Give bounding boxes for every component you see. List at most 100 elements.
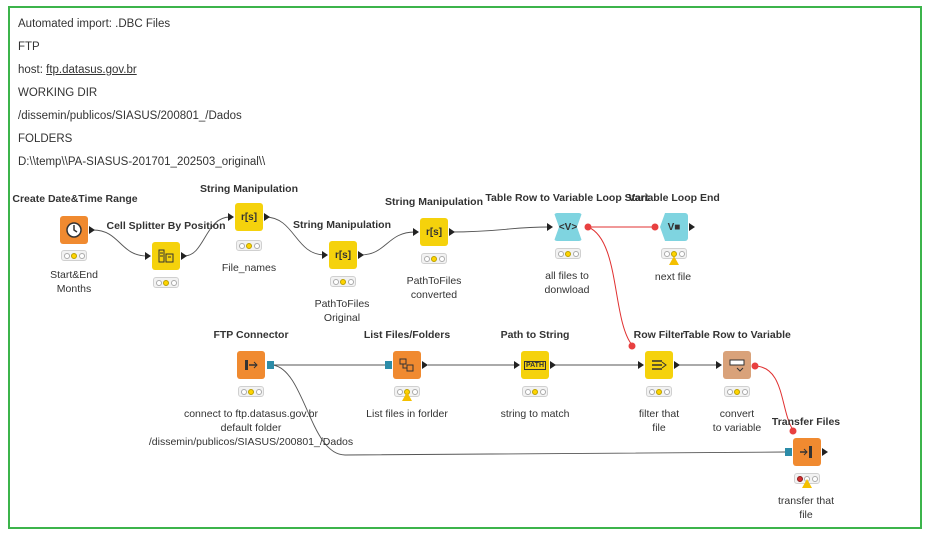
node-cell-splitter[interactable] <box>152 242 180 270</box>
node-loop-end[interactable]: V■ <box>660 213 688 241</box>
node-label-loop-end[interactable]: next file <box>654 271 692 283</box>
status-ftp-connector <box>238 386 264 397</box>
cell-splitter-icon <box>158 249 174 263</box>
variable-port-transfer[interactable] <box>789 427 797 435</box>
node-label-string-manipulation-1[interactable]: File_names <box>221 262 277 274</box>
input-port-list-files[interactable] <box>385 361 392 369</box>
annotation-folders-heading: FOLDERS <box>18 133 73 145</box>
connection-sm2-to-sm3[interactable] <box>359 231 416 256</box>
output-port-path-to-string[interactable] <box>550 361 556 369</box>
status-path-to-string <box>522 386 548 397</box>
node-title-list-files[interactable]: List Files/Folders <box>363 329 451 341</box>
node-transfer-files[interactable] <box>793 438 821 466</box>
warning-icon <box>402 392 412 401</box>
input-port-path-to-string[interactable] <box>514 361 520 369</box>
input-port-string-manipulation-2[interactable] <box>322 251 328 259</box>
node-title-loop-start[interactable]: Table Row to Variable Loop Start <box>485 192 649 204</box>
node-title-row-to-variable[interactable]: Table Row to Variable <box>683 329 791 341</box>
node-row-filter[interactable] <box>645 351 673 379</box>
variable-port-rowtovar[interactable] <box>751 362 759 370</box>
node-title-string-manipulation-2[interactable]: String Manipulation <box>293 219 391 231</box>
node-create-date[interactable] <box>60 216 88 244</box>
node-title-cell-splitter[interactable]: Cell Splitter By Position <box>106 220 226 232</box>
status-row-to-variable <box>724 386 750 397</box>
output-port-loop-end[interactable] <box>689 223 695 231</box>
transfer-files-icon <box>800 446 812 458</box>
status-create-date <box>61 250 87 261</box>
output-port-string-manipulation-3[interactable] <box>449 228 455 236</box>
string-manipulation-icon: r[s] <box>425 226 443 238</box>
variable-port-loopstart[interactable] <box>584 223 592 231</box>
output-port-string-manipulation-2[interactable] <box>358 251 364 259</box>
output-port-ftp-connector[interactable] <box>267 361 274 369</box>
node-title-string-manipulation-3[interactable]: String Manipulation <box>385 196 483 208</box>
variable-port-rowfilter[interactable] <box>628 342 636 350</box>
node-string-manipulation-3[interactable]: r[s] <box>420 218 448 246</box>
connection-splitter-to-sm1[interactable] <box>183 216 231 257</box>
node-ftp-connector[interactable] <box>237 351 265 379</box>
input-port-row-to-variable[interactable] <box>716 361 722 369</box>
status-cell-splitter <box>153 277 179 288</box>
variable-port-loopend[interactable] <box>651 223 659 231</box>
output-port-row-filter[interactable] <box>674 361 680 369</box>
node-string-manipulation-2[interactable]: r[s] <box>329 241 357 269</box>
list-files-icon <box>399 358 414 372</box>
output-port-transfer-files[interactable] <box>822 448 828 456</box>
status-row-filter <box>646 386 672 397</box>
variable-connection-loopstart-to-rowfilter[interactable] <box>587 226 633 346</box>
connection-create-to-splitter[interactable] <box>92 229 148 257</box>
node-label-string-manipulation-2[interactable]: PathToFiles Original <box>314 298 370 324</box>
node-label-row-filter[interactable]: filter that file <box>638 408 680 434</box>
status-string-manipulation-3 <box>421 253 447 264</box>
connection-ftp-to-transfer[interactable] <box>272 364 786 456</box>
input-port-cell-splitter[interactable] <box>145 252 151 260</box>
node-title-loop-end[interactable]: Variable Loop End <box>628 192 720 204</box>
input-port-string-manipulation-1[interactable] <box>228 213 234 221</box>
annotation-host: host: ftp.datasus.gov.br <box>18 64 137 76</box>
clock-icon <box>66 222 82 238</box>
string-manipulation-icon: r[s] <box>240 211 258 223</box>
node-row-to-variable[interactable] <box>723 351 751 379</box>
node-label-transfer-files[interactable]: transfer that file <box>777 495 835 521</box>
input-port-transfer-files[interactable] <box>785 448 792 456</box>
variable-connection-rowtovar-to-transfer[interactable] <box>753 365 794 431</box>
annotation-ftp: FTP <box>18 41 40 53</box>
annotation-working-dir-heading: WORKING DIR <box>18 87 98 99</box>
loop-start-icon: <V> <box>558 221 578 233</box>
node-title-row-filter[interactable]: Row Filter <box>633 329 685 341</box>
node-label-list-files[interactable]: List files in forlder <box>366 408 448 420</box>
workflow-annotation[interactable] <box>8 6 922 529</box>
node-label-loop-start[interactable]: all files to donwload <box>544 270 590 296</box>
node-title-string-manipulation-1[interactable]: String Manipulation <box>200 183 298 195</box>
node-title-transfer-files[interactable]: Transfer Files <box>771 416 841 428</box>
annotation-host-prefix: host: <box>18 64 47 76</box>
output-port-cell-splitter[interactable] <box>181 252 187 260</box>
node-label-string-manipulation-3[interactable]: PathToFiles converted <box>406 275 462 301</box>
node-label-path-to-string[interactable]: string to match <box>500 408 570 420</box>
node-title-create-date[interactable]: Create Date&Time Range <box>12 193 138 205</box>
node-title-ftp-connector[interactable]: FTP Connector <box>213 329 289 341</box>
node-label-row-to-variable[interactable]: convert to variable <box>712 408 762 434</box>
connection-sm3-to-loopstart[interactable] <box>449 226 550 233</box>
node-label-ftp-connector[interactable]: connect to ftp.datasus.gov.br default fo… <box>148 408 354 448</box>
annotation-title: Automated import: .DBC Files <box>18 18 171 30</box>
path-to-string-icon: PATH <box>523 360 547 370</box>
node-path-to-string[interactable]: PATH <box>521 351 549 379</box>
output-port-string-manipulation-1[interactable] <box>264 213 270 221</box>
table-row-to-variable-icon <box>729 359 745 372</box>
input-port-loop-start[interactable] <box>547 223 553 231</box>
output-port-list-files[interactable] <box>422 361 428 369</box>
node-title-path-to-string[interactable]: Path to String <box>500 329 570 341</box>
input-port-row-filter[interactable] <box>638 361 644 369</box>
warning-icon <box>802 479 812 488</box>
status-string-manipulation-2 <box>330 276 356 287</box>
annotation-host-link[interactable]: ftp.datasus.gov.br <box>46 64 137 76</box>
connection-sm1-to-sm2[interactable] <box>264 216 326 256</box>
input-port-string-manipulation-3[interactable] <box>413 228 419 236</box>
node-label-create-date[interactable]: Start&End Months <box>50 269 98 295</box>
output-port-create-date[interactable] <box>89 226 95 234</box>
status-string-manipulation-1 <box>236 240 262 251</box>
node-string-manipulation-1[interactable]: r[s] <box>235 203 263 231</box>
node-list-files[interactable] <box>393 351 421 379</box>
